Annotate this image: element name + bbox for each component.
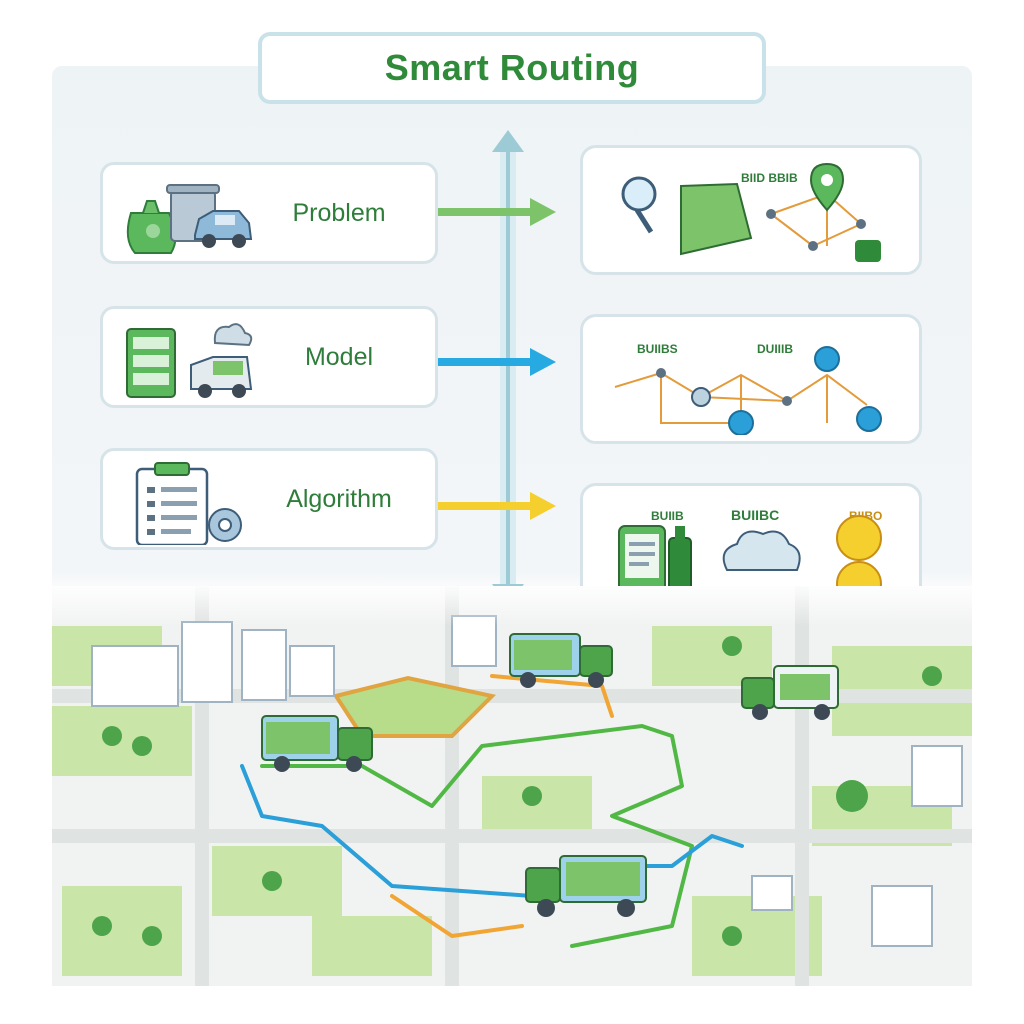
- tree-icons: [92, 636, 942, 946]
- stage-card-model: Model: [100, 306, 438, 408]
- stage-label-model: Model: [304, 342, 374, 371]
- phone-icon: [618, 525, 666, 597]
- algorithm-result-illustration: BUIIB BUIIBC BIIBO: [618, 507, 882, 604]
- stage-label-problem: Problem: [292, 198, 386, 227]
- garbage-truck-icon: [741, 665, 839, 720]
- algorithm-illustration: [135, 462, 242, 545]
- result-card-model: BUIIBS DUIIIB: [580, 314, 922, 444]
- city-route-map: [52, 586, 972, 986]
- magnifier-icon: [621, 176, 657, 234]
- model-illustration: [126, 323, 253, 398]
- stage-card-algorithm: Algorithm: [100, 448, 438, 550]
- network-graph-icon: [768, 192, 863, 248]
- garbage-truck-icon: [190, 356, 253, 398]
- trash-bag-icon: [126, 200, 177, 254]
- route-orange: [390, 894, 524, 938]
- car-icon: [194, 210, 253, 248]
- cloud-icon: [213, 323, 253, 347]
- server-icon: [126, 328, 176, 398]
- map-pin-icon: [814, 346, 840, 372]
- bottle-icon: [668, 526, 692, 597]
- result-card-problem: BIID BBIB: [580, 145, 922, 275]
- title-box: Smart Routing: [258, 32, 766, 104]
- arrow-model: [438, 348, 556, 376]
- result-label: BUIIB: [651, 509, 684, 523]
- clipboard-icon: [135, 462, 209, 545]
- result-label: BIID BBIB: [741, 171, 798, 185]
- gear-icon: [208, 508, 242, 542]
- arrow-problem: [438, 198, 556, 226]
- stage-label-algorithm: Algorithm: [286, 484, 392, 513]
- problem-illustration: [126, 184, 253, 254]
- garbage-truck-icon: [525, 855, 647, 917]
- result-label: BUIIBC: [731, 507, 779, 523]
- problem-result-illustration: BIID BBIB: [621, 162, 881, 262]
- garbage-truck-icon: [509, 633, 613, 688]
- result-label: BUIIBS: [637, 342, 678, 356]
- cloud-icon: [722, 530, 801, 571]
- stage-card-problem: Problem: [100, 162, 438, 264]
- arrow-algorithm: [438, 492, 556, 520]
- diagram-title: Smart Routing: [384, 47, 640, 88]
- building-blocks: [91, 615, 963, 947]
- result-label: DUIIIB: [757, 342, 793, 356]
- arrow-shaft: [438, 208, 532, 216]
- route-green: [260, 724, 694, 948]
- model-result-illustration: BUIIBS DUIIIB: [614, 342, 882, 435]
- garbage-truck-icon: [261, 715, 373, 772]
- map-pin-icon: [809, 162, 845, 212]
